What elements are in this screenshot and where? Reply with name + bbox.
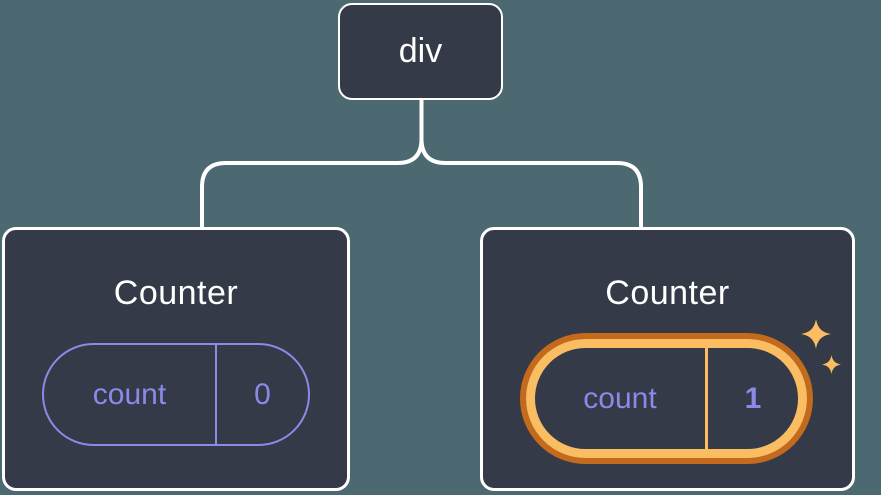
sparkle-icon: [801, 319, 831, 349]
state-pill-left: count 0: [42, 343, 310, 446]
state-label-right: count: [583, 381, 657, 415]
state-label-left: count: [92, 377, 167, 411]
tree-node-div-label: div: [398, 32, 443, 70]
counter-right-title: Counter: [605, 274, 730, 312]
connector-right-branch: [419, 98, 643, 227]
counter-node-right: Counter count 1: [480, 227, 855, 491]
sparkle-icon: [822, 355, 841, 374]
counter-left-title: Counter: [113, 274, 239, 312]
state-pill-right-highlighted: count 1: [526, 339, 807, 458]
state-value-left: 0: [215, 345, 308, 444]
tree-node-div: div: [338, 3, 503, 100]
connector-left-branch: [200, 98, 424, 227]
state-value-right: 1: [705, 348, 798, 449]
counter-node-left: Counter count 0: [2, 227, 350, 491]
